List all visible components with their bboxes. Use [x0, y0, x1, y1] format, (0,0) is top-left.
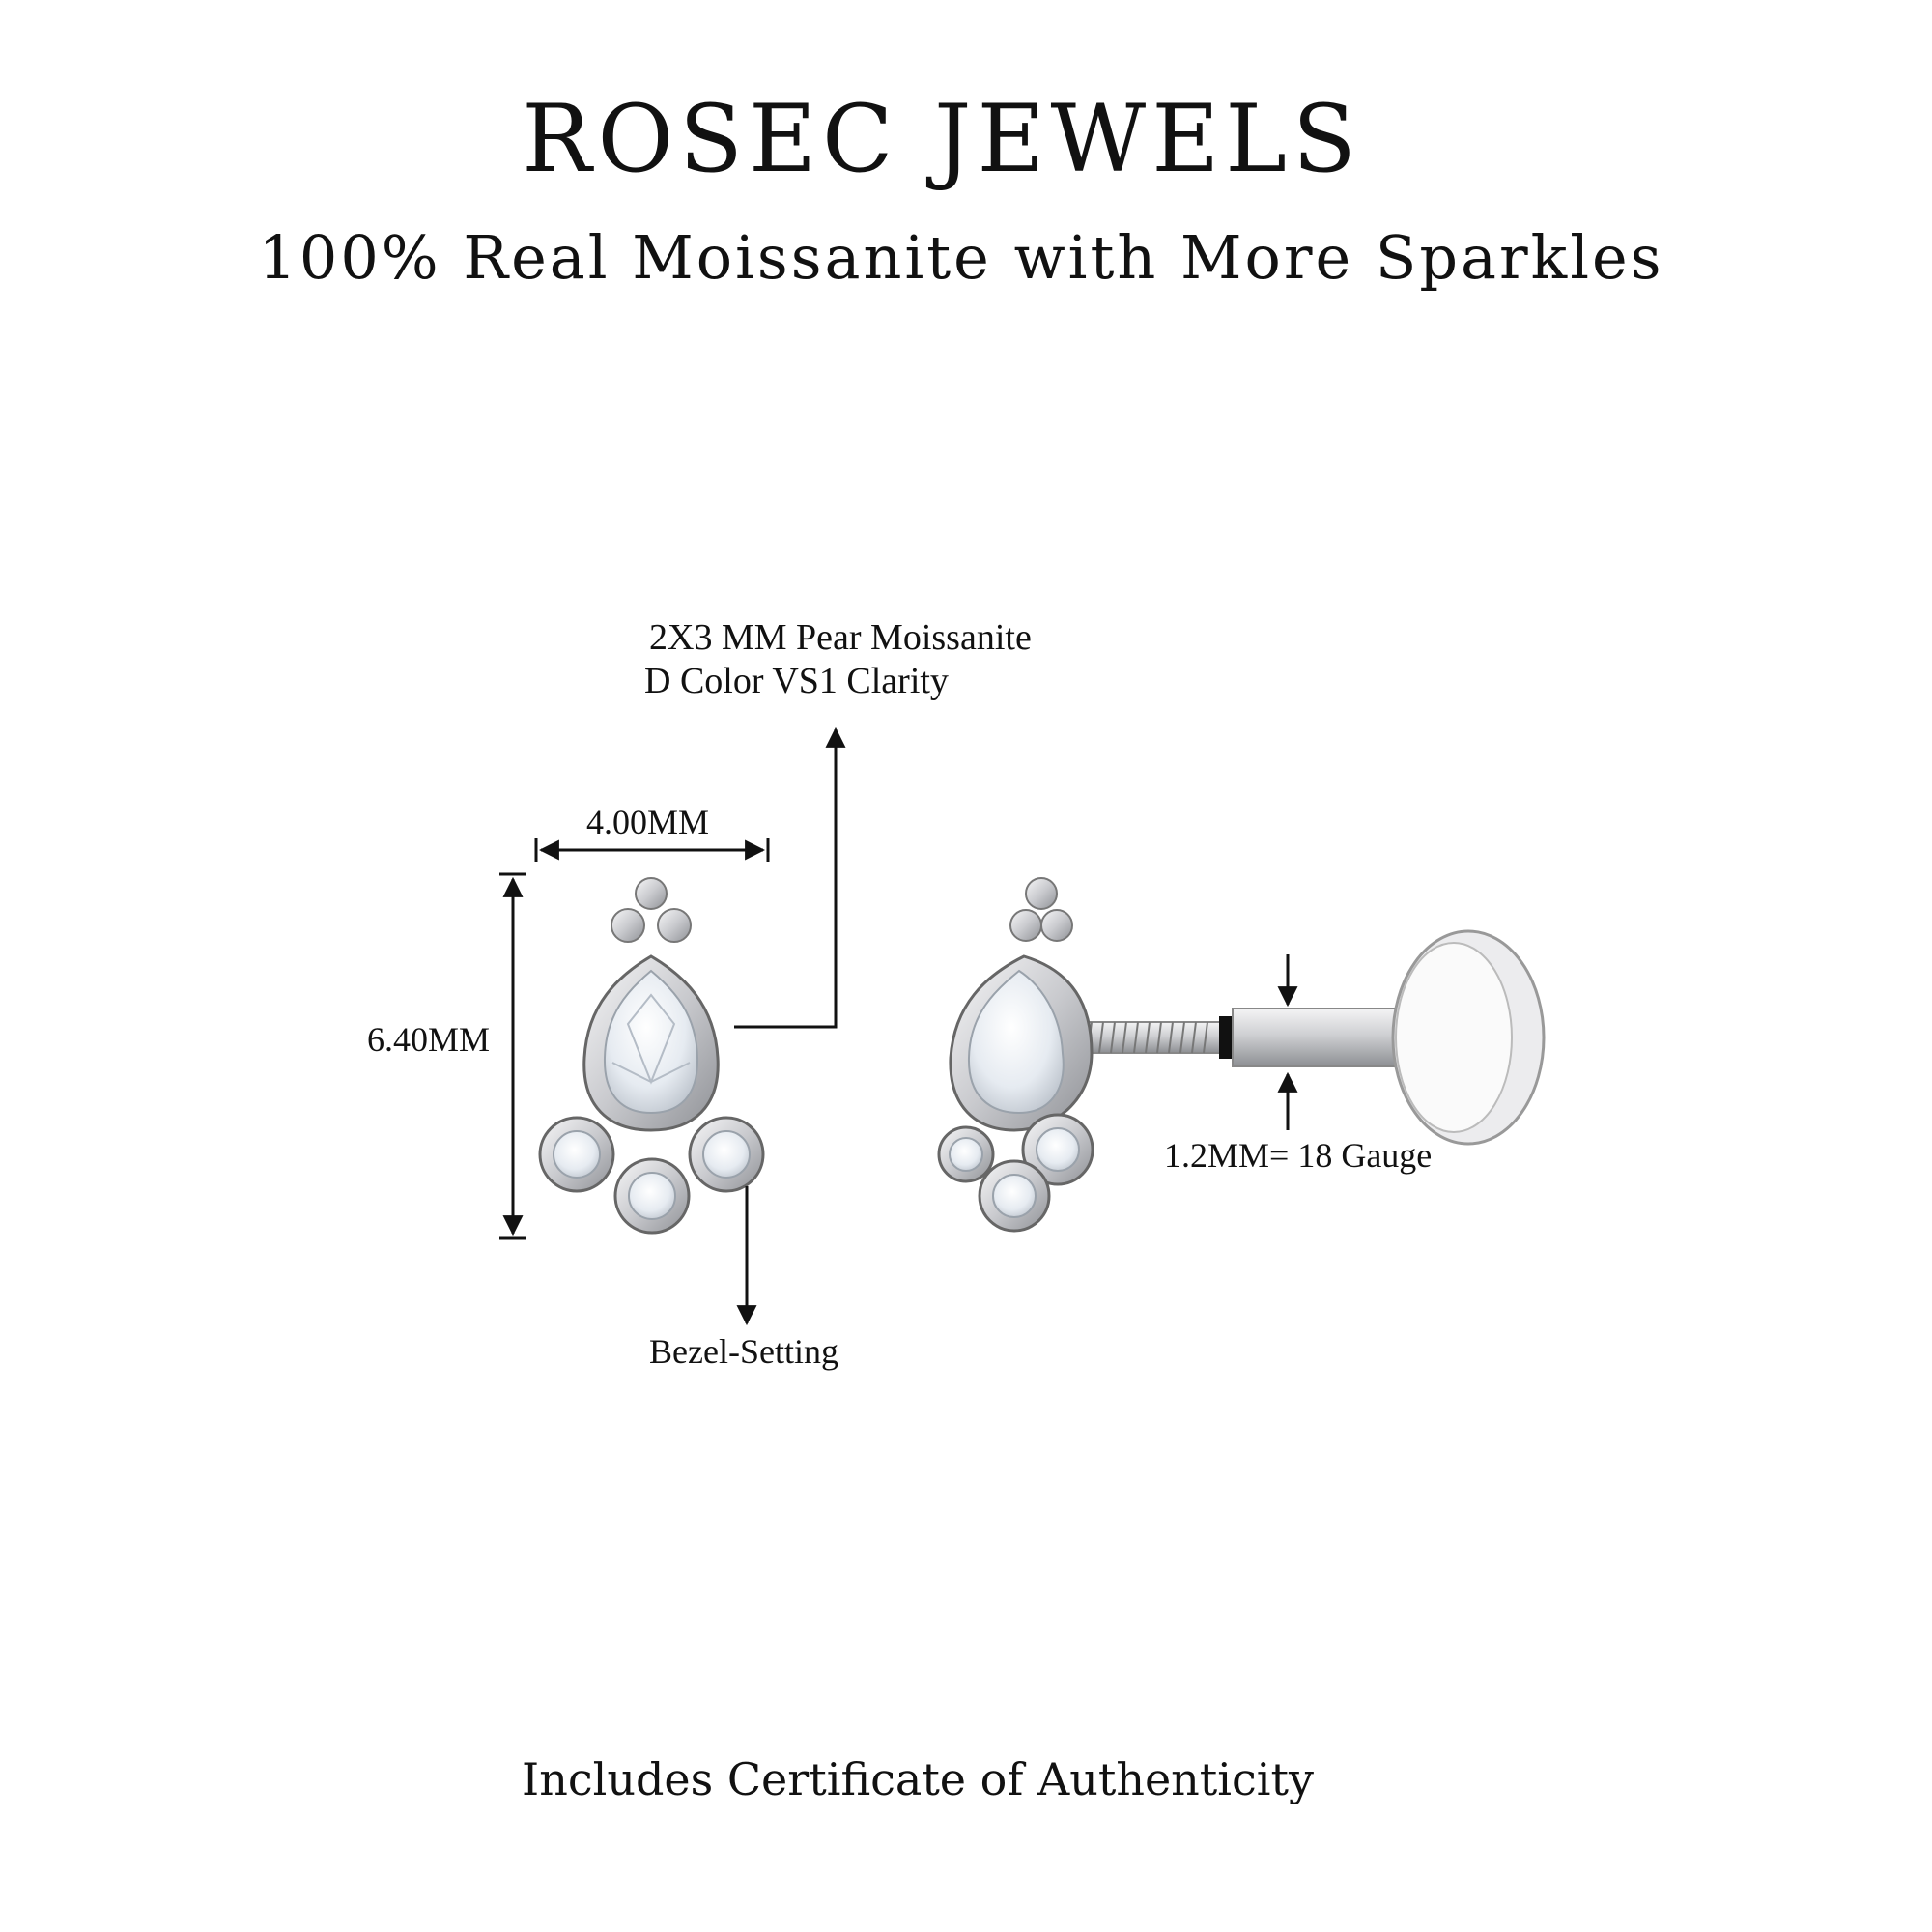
setting-label: Bezel-Setting [649, 1332, 838, 1371]
height-dimension-label: 6.40MM [367, 1020, 491, 1059]
earring-side-view [937, 877, 1546, 1233]
brand-title: ROSEC JEWELS [522, 85, 1362, 193]
width-dimension-label: 4.00MM [586, 803, 710, 841]
dimension-lines [499, 726, 1298, 1326]
stone-quality-label: D Color VS1 Clarity [644, 661, 949, 701]
tagline: 100% Real Moissanite with More Sparkles [258, 222, 1664, 293]
stone-spec-label: 2X3 MM Pear Moissanite [649, 617, 1032, 658]
earring-front-view [538, 877, 765, 1235]
certificate-note: Includes Certificate of Authenticity [522, 1753, 1314, 1805]
gauge-label: 1.2MM= 18 Gauge [1164, 1136, 1433, 1175]
